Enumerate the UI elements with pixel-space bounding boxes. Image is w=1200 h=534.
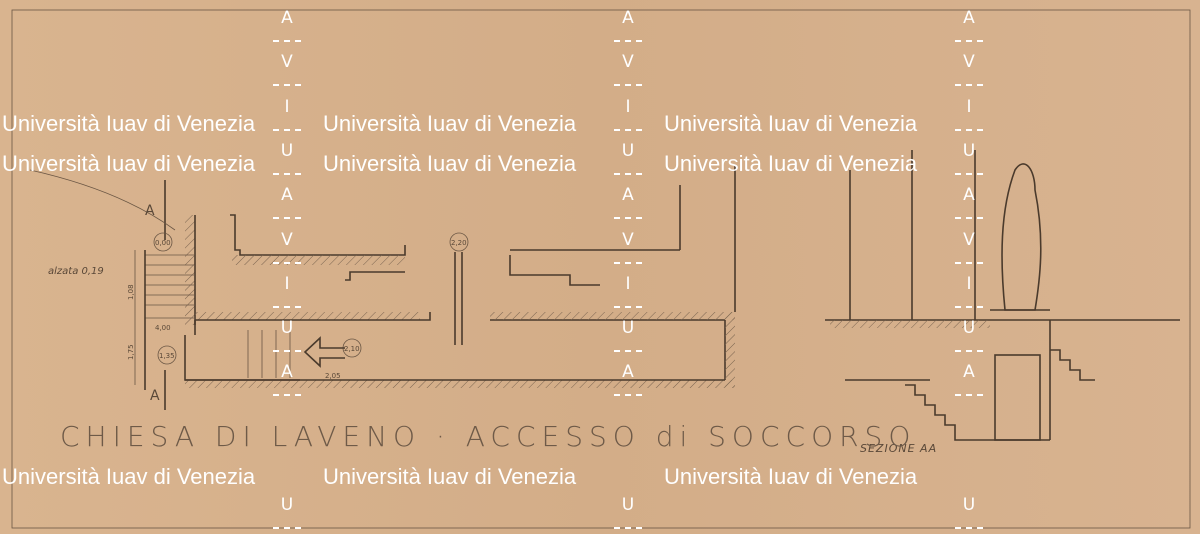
- watermark-text: Università Iuav di Venezia: [323, 151, 577, 176]
- watermark-dash: [614, 172, 642, 175]
- watermark-text: Università Iuav di Venezia: [664, 464, 918, 489]
- watermark-text: Università Iuav di Venezia: [323, 464, 577, 489]
- watermark-text: Università Iuav di Venezia: [2, 111, 256, 136]
- watermark-letter: U: [962, 318, 976, 339]
- watermark-letter: A: [281, 8, 293, 28]
- watermark-dash: [955, 217, 983, 220]
- watermark-letter: U: [962, 140, 976, 161]
- watermark-letter: V: [963, 229, 975, 250]
- watermark-letter: V: [963, 52, 975, 73]
- watermark-letter: U: [621, 495, 635, 516]
- watermark-dash: [273, 128, 301, 131]
- watermark-letter: U: [280, 495, 294, 516]
- watermark-letter: I: [625, 96, 631, 117]
- level-landing: 1,35: [159, 352, 175, 360]
- drawing-labels: A A alzata 0,19 0,00 1,35 2,20 2,10 4,00…: [48, 203, 937, 455]
- watermark-letter: A: [622, 8, 634, 28]
- level-arrow: 2,10: [344, 345, 360, 353]
- sheet-border: [11, 9, 1191, 529]
- watermark-letter: A: [963, 362, 975, 383]
- watermark-dash: [614, 305, 642, 308]
- watermark-letter: V: [281, 52, 293, 73]
- watermark-dash: [273, 305, 301, 308]
- dim-corridor: 2,05: [325, 372, 341, 380]
- watermark-text: Università Iuav di Venezia: [2, 151, 256, 176]
- watermark-letter: A: [963, 8, 975, 28]
- watermark-letter: I: [966, 96, 972, 117]
- section-marker-bottom: A: [150, 388, 160, 404]
- watermark-dash: [273, 84, 301, 87]
- watermark-dash: [273, 261, 301, 264]
- dim-stair: 1,08: [127, 284, 135, 300]
- watermark-letter: A: [963, 185, 975, 206]
- section-view: [825, 150, 1180, 441]
- watermark-letter: V: [281, 229, 293, 250]
- watermark-dash: [273, 172, 301, 175]
- watermark-letter: V: [622, 52, 634, 73]
- watermark-dash: [273, 40, 301, 42]
- watermark-dash: [955, 305, 983, 308]
- riser-note: alzata 0,19: [48, 266, 104, 277]
- watermark-dash: [614, 261, 642, 264]
- watermark-letter: U: [962, 495, 976, 516]
- watermark-dash: [273, 527, 301, 530]
- watermark-dash: [614, 128, 642, 131]
- watermark-text: Università Iuav di Venezia: [664, 151, 918, 176]
- watermark-letter: V: [622, 229, 634, 250]
- watermark-dash: [955, 527, 983, 530]
- section-marker-top: A: [145, 203, 155, 219]
- watermark-dash: [273, 350, 301, 353]
- watermark-letter: I: [966, 273, 972, 294]
- watermark-dash: [955, 350, 983, 353]
- watermark-dash: [614, 394, 642, 397]
- watermark-dash: [955, 84, 983, 87]
- watermark-letter: I: [284, 96, 290, 117]
- section-label: SEZIONE AA: [860, 442, 937, 455]
- watermark-dash: [955, 394, 983, 397]
- drawing-title: CHIESA DI LAVENO · ACCESSO di SOCCORSO: [60, 420, 917, 453]
- watermark-letter: U: [280, 140, 294, 161]
- watermark-dash: [273, 217, 301, 220]
- watermark-dash: [955, 172, 983, 175]
- watermark-letter: A: [281, 185, 293, 206]
- watermark-letter: I: [625, 273, 631, 294]
- watermark-letter: U: [280, 318, 294, 339]
- watermark-text: Università Iuav di Venezia: [664, 111, 918, 136]
- watermark-dash: [614, 350, 642, 353]
- watermark-dash: [273, 394, 301, 397]
- watermark-text: Università Iuav di Venezia: [2, 464, 256, 489]
- dim-width: 4,00: [155, 324, 171, 332]
- watermark-text: Università Iuav di Venezia: [323, 111, 577, 136]
- watermark-letter: U: [621, 318, 635, 339]
- watermark-letter: U: [621, 140, 635, 161]
- plan-view: [29, 165, 736, 410]
- watermark-dash: [614, 40, 642, 42]
- watermark-dash: [955, 40, 983, 42]
- watermark-dash: [614, 527, 642, 530]
- watermark-dash: [955, 261, 983, 264]
- level-mid: 2,20: [451, 239, 467, 247]
- watermark-dash: [614, 84, 642, 87]
- watermark-dash: [955, 128, 983, 131]
- level-top: 0,00: [155, 239, 171, 247]
- watermark-letter: A: [281, 362, 293, 383]
- watermark-letter: A: [622, 362, 634, 383]
- watermark-letter: A: [622, 185, 634, 206]
- dim-landing: 1,75: [127, 344, 135, 360]
- watermark-letter: I: [284, 273, 290, 294]
- watermark-dash: [614, 217, 642, 220]
